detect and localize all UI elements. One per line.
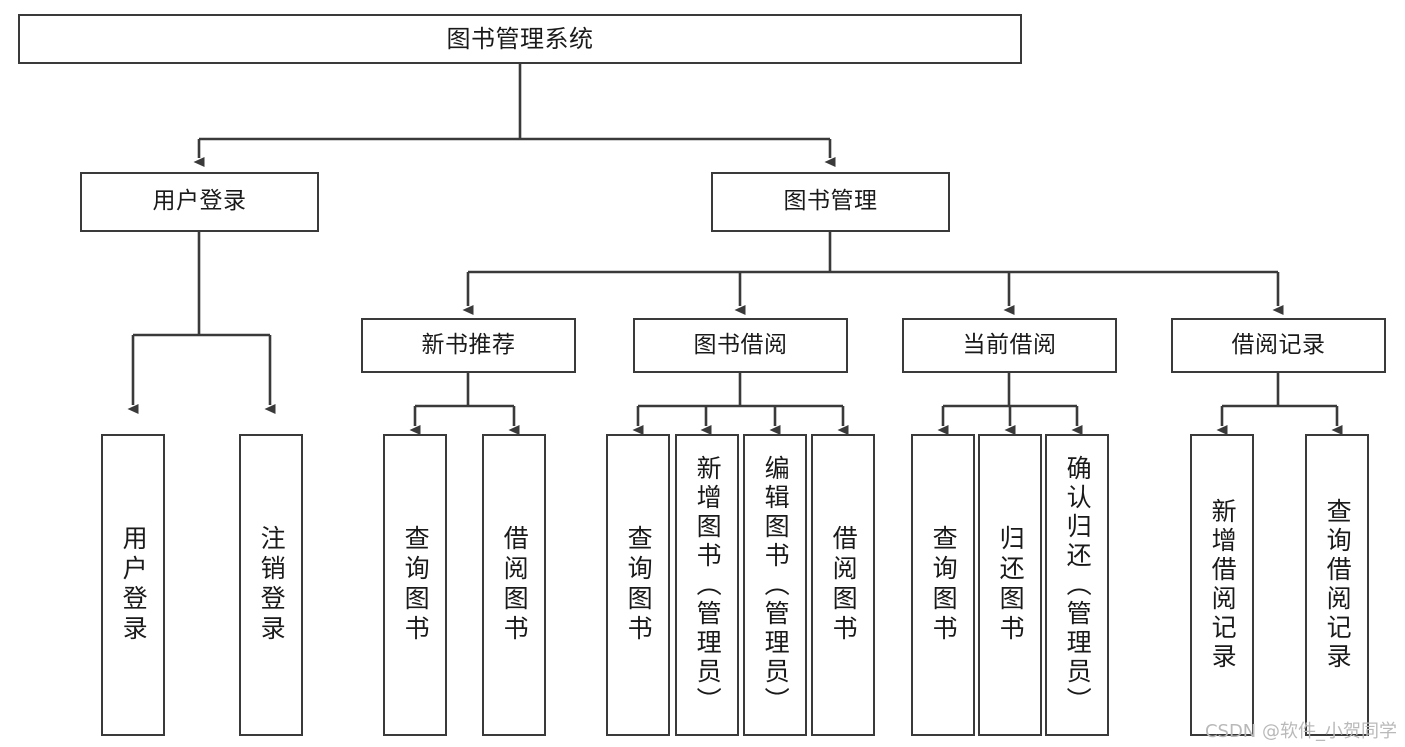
leaf-records-add-record[interactable]: 新增借阅记录 [1190, 434, 1254, 736]
node-label: 新书推荐 [421, 331, 516, 358]
connector-group-new-book [409, 373, 520, 435]
node-label: 新增图书（管理员） [693, 454, 723, 716]
node-label: 图书借阅 [693, 331, 788, 358]
connector-group-current-borrow [937, 373, 1083, 435]
leaf-new-book-borrow-book[interactable]: 借阅图书 [482, 434, 546, 736]
node-label: 查询图书 [929, 525, 959, 645]
node-new-book-recommend[interactable]: 新书推荐 [361, 318, 576, 373]
node-label: 查询图书 [624, 525, 654, 645]
connector-group-user-login [127, 232, 276, 414]
node-user-login[interactable]: 用户登录 [80, 172, 319, 232]
leaf-current-confirm-return-admin[interactable]: 确认归还（管理员） [1045, 434, 1109, 736]
node-label: 注销登录 [257, 525, 287, 645]
node-label: 图书管理 [783, 188, 878, 215]
leaf-borrow-query-book[interactable]: 查询图书 [606, 434, 670, 736]
node-label: 归还图书 [996, 525, 1026, 645]
node-label: 查询图书 [401, 525, 431, 645]
leaf-borrow-edit-book-admin[interactable]: 编辑图书（管理员） [743, 434, 807, 736]
node-label: 借阅图书 [829, 525, 859, 645]
leaf-current-query-book[interactable]: 查询图书 [911, 434, 975, 736]
node-book-management[interactable]: 图书管理 [711, 172, 950, 232]
node-label: 查询借阅记录 [1323, 498, 1353, 672]
node-borrow-records[interactable]: 借阅记录 [1171, 318, 1386, 373]
node-current-borrow[interactable]: 当前借阅 [902, 318, 1117, 373]
leaf-current-return-book[interactable]: 归还图书 [978, 434, 1042, 736]
connector-group-book-borrow [632, 373, 849, 435]
connector-group-book-management [462, 232, 1284, 315]
node-book-borrow[interactable]: 图书借阅 [633, 318, 848, 373]
leaf-borrow-borrow-book[interactable]: 借阅图书 [811, 434, 875, 736]
node-label: 用户登录 [152, 188, 247, 215]
node-label: 图书管理系统 [446, 24, 594, 53]
node-label: 用户登录 [119, 525, 149, 645]
leaf-borrow-add-book-admin[interactable]: 新增图书（管理员） [675, 434, 739, 736]
leaf-new-book-query-book[interactable]: 查询图书 [383, 434, 447, 736]
node-label: 确认归还（管理员） [1063, 454, 1093, 716]
node-label: 新增借阅记录 [1208, 498, 1238, 672]
node-label: 当前借阅 [962, 331, 1057, 358]
connector-group-root [193, 64, 836, 167]
node-label: 借阅记录 [1231, 331, 1326, 358]
leaf-user-login[interactable]: 用户登录 [101, 434, 165, 736]
node-label: 借阅图书 [500, 525, 530, 645]
node-root-library-system[interactable]: 图书管理系统 [18, 14, 1022, 64]
leaf-records-query-record[interactable]: 查询借阅记录 [1305, 434, 1369, 736]
node-label: 编辑图书（管理员） [761, 454, 791, 716]
connector-group-borrow-records [1216, 373, 1343, 435]
leaf-user-logout[interactable]: 注销登录 [239, 434, 303, 736]
